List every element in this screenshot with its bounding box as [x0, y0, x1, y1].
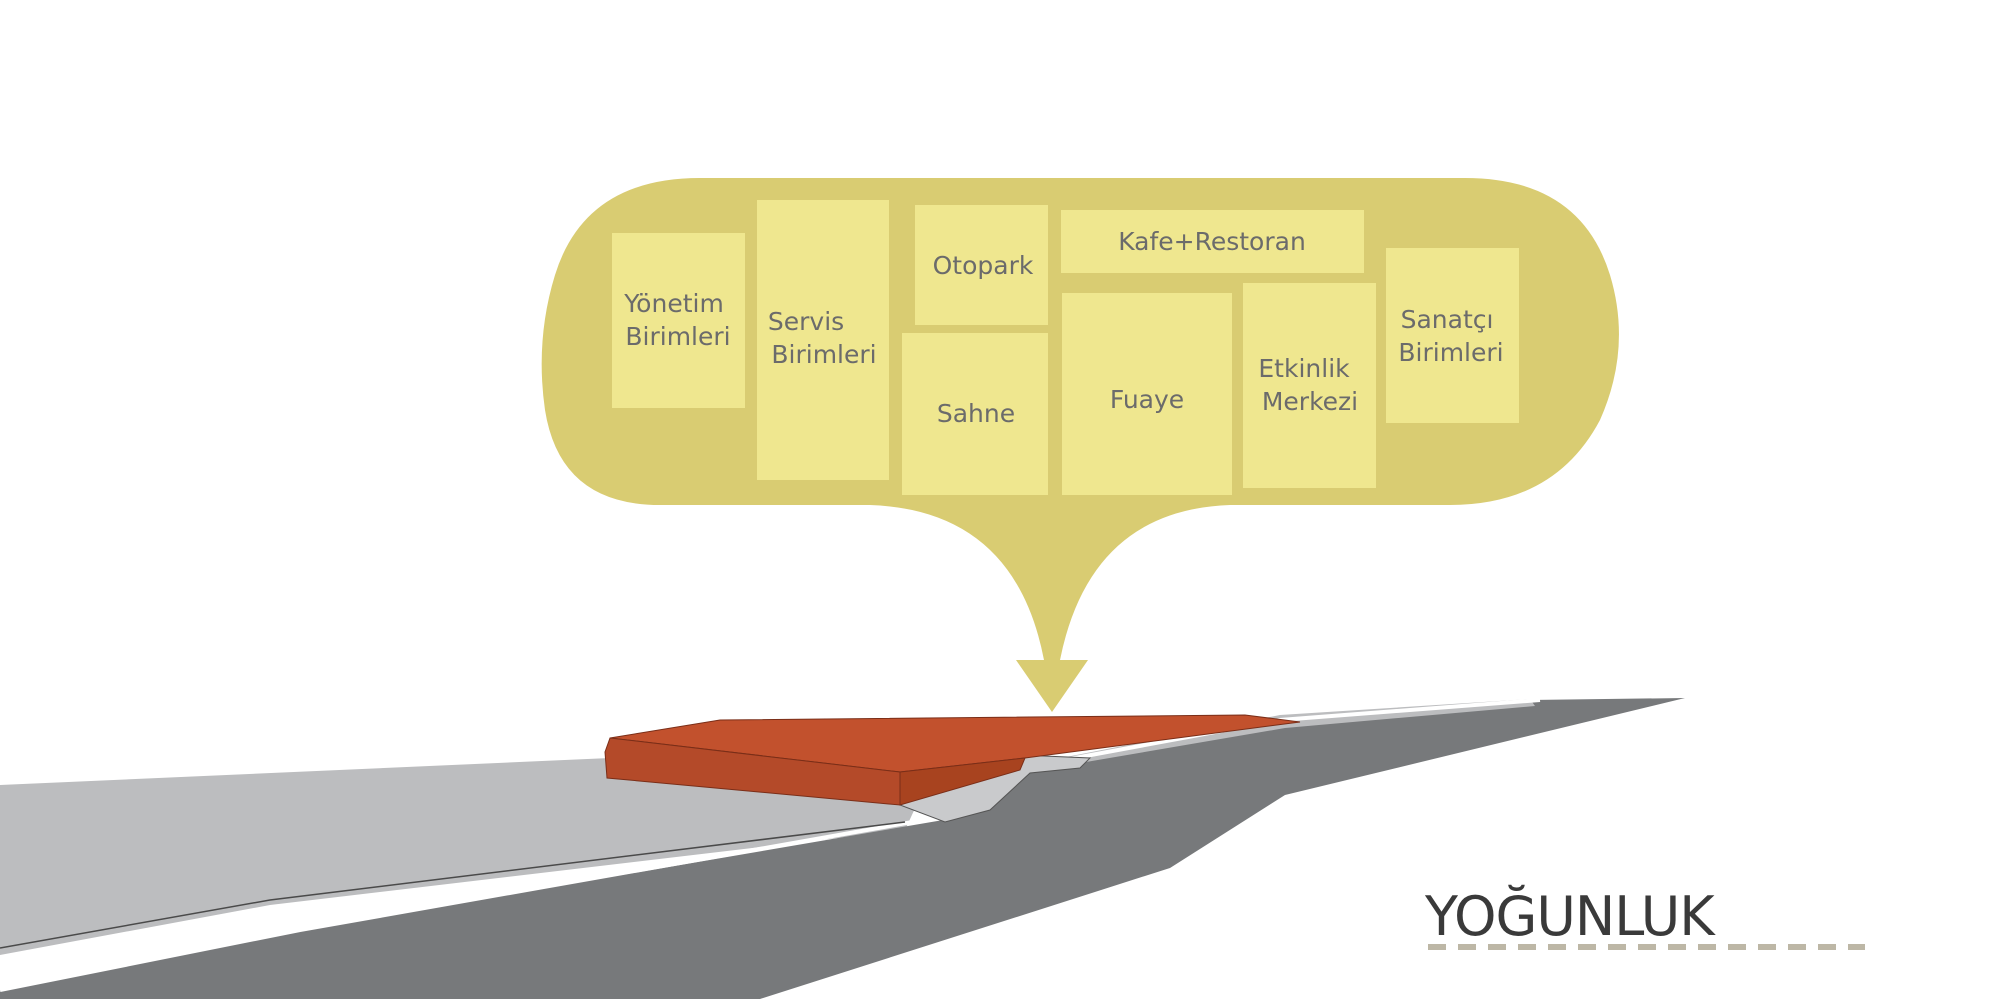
room-yonetim-line2: Birimleri	[625, 322, 730, 351]
room-etkinlik-label: Etkinlik Merkezi	[1258, 354, 1358, 416]
room-etkinlik-line2: Merkezi	[1262, 387, 1358, 416]
road-right-light-strip	[1010, 699, 1535, 775]
room-sanatci-box	[1386, 248, 1519, 423]
room-otopark-box	[915, 205, 1048, 325]
room-servis-line2: Birimleri	[771, 340, 876, 369]
program-rooms	[612, 200, 1519, 495]
page-title: YOĞUNLUK	[1424, 885, 1716, 948]
road-light-surface	[0, 752, 955, 955]
room-servis-label: Servis Birimleri	[768, 307, 877, 369]
room-sanatci-line1: Sanatçı	[1401, 305, 1494, 334]
room-fuaye-box	[1062, 293, 1232, 495]
room-kafe-box	[1061, 210, 1364, 273]
room-yonetim-box	[612, 233, 745, 408]
room-sahne-label: Sahne	[937, 399, 1015, 428]
ground-plane	[0, 698, 1685, 999]
room-otopark-line1: Otopark	[933, 251, 1034, 280]
building-block	[604, 714, 1301, 806]
room-sanatci-line2: Birimleri	[1398, 338, 1503, 367]
building-side-face	[899, 757, 1026, 806]
room-fuaye-label: Fuaye	[1110, 385, 1184, 414]
room-sahne-line1: Sahne	[937, 399, 1015, 428]
road-edge-line	[0, 821, 906, 949]
room-fuaye-line1: Fuaye	[1110, 385, 1184, 414]
room-sanatci-label: Sanatçı Birimleri	[1398, 305, 1503, 367]
room-etkinlik-line1: Etkinlik	[1258, 354, 1350, 383]
room-kafe-label: Kafe+Restoran	[1118, 227, 1306, 256]
room-yonetim-line1: Yönetim	[623, 289, 724, 318]
room-servis-line1: Servis	[768, 307, 844, 336]
room-sahne-box	[902, 333, 1048, 495]
room-labels: Yönetim Birimleri Servis Birimleri Otopa…	[623, 227, 1503, 428]
room-yonetim-label: Yönetim Birimleri	[623, 289, 732, 351]
room-servis-box	[757, 200, 889, 480]
road-dark-surface	[0, 698, 1685, 999]
room-etkinlik-box	[1243, 283, 1376, 488]
room-kafe-line1: Kafe+Restoran	[1118, 227, 1306, 256]
title-group: YOĞUNLUK	[1424, 885, 1865, 950]
room-otopark-label: Otopark	[933, 251, 1034, 280]
